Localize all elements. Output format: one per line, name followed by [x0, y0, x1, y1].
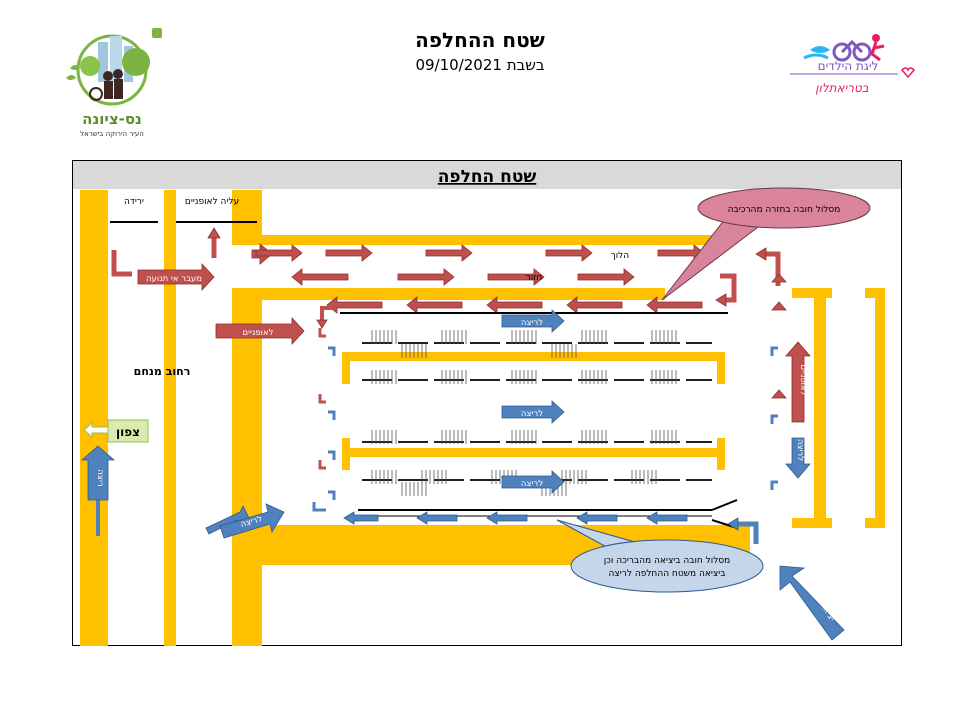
map-frame [72, 160, 902, 646]
bike-arrow [577, 268, 635, 286]
bike-arrow [397, 268, 455, 286]
run-arrow-to-run [501, 309, 565, 333]
ness-ziona-logo-name: נס-ציונה [82, 110, 142, 128]
rack-bar-1-left [342, 352, 350, 384]
road-mount-lane [164, 190, 176, 646]
rack-bar-1 [342, 352, 725, 361]
arrow-to-bikes-vertical: לאופניים [785, 341, 811, 423]
road-west-vertical [232, 288, 262, 646]
page-title: שטח ההחלפה [415, 28, 545, 52]
road-east-bracket-top [792, 288, 832, 298]
bike-arrow [545, 244, 593, 262]
run-arrow [343, 511, 379, 525]
bike-arrow [291, 268, 349, 286]
arrow-no-traffic: מעבר אי תנועה [137, 262, 215, 292]
label-to-run-2: לריצה [521, 409, 543, 419]
road-north-bottom [232, 288, 665, 300]
bike-arrow [326, 296, 383, 314]
rack-bar-2-right [717, 438, 725, 470]
triathlon-league-logo-sub: בטריאתלון [815, 81, 869, 95]
label-bike-mount: עליה לאופניים [185, 197, 239, 207]
run-arrow [576, 511, 618, 525]
rack-bar-1-right [717, 352, 725, 384]
north-arrow: צפון [83, 419, 149, 443]
run-route-arrows [90, 309, 811, 544]
road-far-east-bottom [865, 518, 885, 528]
label-to-bikes-vertical: לאופניים [798, 365, 808, 396]
run-arrow-to-run [501, 470, 565, 494]
run-arrow [486, 511, 528, 525]
rack-bar-2 [342, 448, 725, 457]
callout-run-exit: מסלול חובה ביציאה מהבריכה וכן ביציאה משט… [556, 519, 764, 593]
label-to-run-3: לריצה [521, 479, 543, 489]
label-run: ריצה [95, 469, 105, 486]
road-street-west [80, 190, 108, 646]
road-far-east [875, 288, 885, 526]
label-north: צפון [116, 425, 140, 439]
label-to-run-vertical: לריצה [795, 439, 805, 461]
label-going: הלוך [611, 251, 629, 261]
rack-bar-2-left [342, 438, 350, 470]
ness-ziona-logo-tagline: העיר הירוקה בישראל [80, 130, 144, 138]
run-arrow-to-run [501, 400, 565, 424]
banner-title: שטח החלפה [438, 167, 537, 187]
triathlon-league-logo-name: ליגת הילדים [818, 59, 879, 73]
run-arrow [416, 511, 458, 525]
callout-bike-return-text: מסלול חובה בחזרה מהרכיבה [728, 205, 841, 215]
callout-run-exit-line1: מסלול חובה ביציאה מהבריכה וכן [604, 556, 731, 566]
arrow-to-bikes: לאופניים [215, 316, 305, 346]
ness-ziona-logo: נס-ציונה העיר הירוקה בישראל [66, 28, 162, 138]
bike-arrow [255, 244, 303, 262]
road-north-connector [232, 190, 262, 242]
label-street: רחוב מנחם [134, 365, 191, 378]
triathlon-league-logo: ליגת הילדים בטריאתלון [790, 34, 916, 95]
road-east-bracket-bottom [792, 518, 832, 528]
arrow-run-exit: לריצה [219, 503, 285, 539]
road-east-bracket [814, 288, 826, 526]
label-return: חזור [526, 273, 543, 283]
label-no-traffic: מעבר אי תנועה [146, 274, 202, 284]
callout-bike-return: מסלול חובה בחזרה מהרכיבה [661, 187, 871, 301]
callout-run-exit-line2: ביציאה משטח ההחלפה לריצה [609, 569, 726, 579]
transition-area-map: שטח החלפה ירידה עליה לאופניים רחוב מנחם … [72, 160, 902, 646]
bike-arrow [487, 268, 545, 286]
run-arrow-vertical [785, 437, 811, 479]
label-to-bikes: לאופניים [243, 328, 274, 338]
label-to-run-1: לריצה [521, 318, 543, 328]
bike-arrow [325, 244, 373, 262]
arrow-run-vertical: ריצה [80, 445, 116, 501]
banner-bar [73, 161, 901, 189]
event-date: בשבת 09/10/2021 [415, 56, 545, 74]
road-north-top [232, 235, 725, 245]
label-descent: ירידה [124, 197, 144, 207]
run-arrow [646, 511, 688, 525]
bike-racks [340, 312, 738, 529]
bike-arrow [425, 244, 473, 262]
